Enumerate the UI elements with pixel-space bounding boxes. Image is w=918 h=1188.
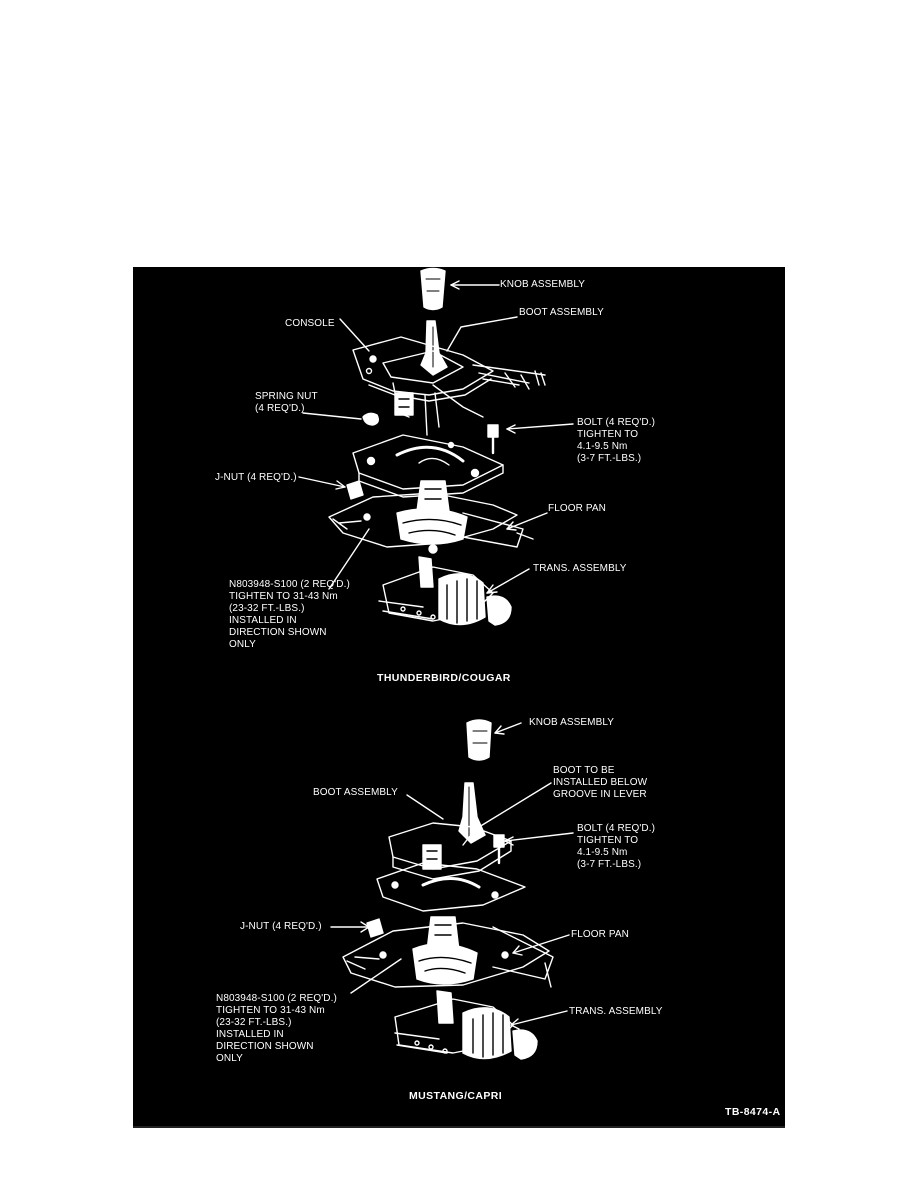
bottom-boot-note-label: BOOT TO BE INSTALLED BELOW GROOVE IN LEV…: [553, 765, 648, 800]
bottom-floor-pan-part: [492, 926, 554, 988]
bottom-leader-lines: [330, 722, 574, 1030]
bottom-console-part: [388, 822, 512, 880]
figure-artwork: [298, 267, 574, 1060]
top-leader-lines: [298, 280, 574, 594]
top-bolt-label: BOLT (4 REQ'D.) TIGHTEN TO 4.1-9.5 Nm (3…: [577, 417, 656, 464]
top-bracket-lines: [472, 364, 546, 390]
top-floor-pan-part: [462, 512, 534, 548]
page-bottom-rule: [133, 1126, 785, 1128]
bottom-floor-pan-label: FLOOR PAN: [571, 929, 629, 940]
bottom-assembly-drawing: [330, 719, 574, 1060]
bottom-bolt-part: [493, 834, 505, 865]
top-boot-part: [420, 320, 448, 376]
bottom-retainer-plate-part: [376, 862, 526, 912]
figure-reference-code: TB-8474-A: [725, 1106, 781, 1118]
top-retainer-plate-part: [352, 434, 504, 498]
top-boot-label: BOOT ASSEMBLY: [519, 307, 604, 318]
bottom-n803948-label: N803948-S100 (2 REQ'D.) TIGHTEN TO 31-43…: [216, 993, 337, 1064]
bottom-shifter-body-part: [342, 916, 550, 988]
bottom-jnut-part: [366, 918, 384, 938]
top-knob-label: KNOB ASSEMBLY: [500, 279, 586, 290]
bottom-knob-label: KNOB ASSEMBLY: [529, 717, 615, 728]
top-shifter-body-part: [328, 480, 518, 554]
top-console-label: CONSOLE: [285, 318, 335, 329]
bottom-bolt-label: BOLT (4 REQ'D.) TIGHTEN TO 4.1-9.5 Nm (3…: [577, 823, 656, 870]
bottom-knob-part: [466, 719, 492, 761]
top-n803948-label: N803948-S100 (2 REQ'D.) TIGHTEN TO 31-43…: [229, 579, 350, 650]
top-assembly-drawing: [298, 267, 574, 626]
top-trans-label: TRANS. ASSEMBLY: [533, 563, 627, 574]
top-jnut-part: [346, 480, 364, 500]
bottom-jnut-label: J-NUT (4 REQ'D.): [240, 921, 322, 932]
top-spring-nut-label: SPRING NUT (4 REQ'D.): [255, 391, 318, 414]
bottom-transmission-part: [394, 990, 538, 1060]
top-transmission-part: [378, 556, 512, 626]
bottom-view-caption: MUSTANG/CAPRI: [409, 1090, 503, 1102]
exploded-view-figure: KNOB ASSEMBLY CONSOLE BOOT ASSEMBLY SPRI…: [133, 267, 785, 1126]
bottom-boot-label: BOOT ASSEMBLY: [313, 787, 398, 798]
bottom-trans-label: TRANS. ASSEMBLY: [569, 1006, 663, 1017]
top-knob-part: [420, 267, 446, 311]
top-spring-nut-part: [362, 412, 380, 426]
top-bolt-part: [487, 424, 499, 455]
top-jnut-label: J-NUT (4 REQ'D.): [215, 472, 297, 483]
top-floor-pan-label: FLOOR PAN: [548, 503, 606, 514]
top-view-caption: THUNDERBIRD/COUGAR: [377, 672, 511, 684]
top-console-part: [352, 336, 494, 436]
